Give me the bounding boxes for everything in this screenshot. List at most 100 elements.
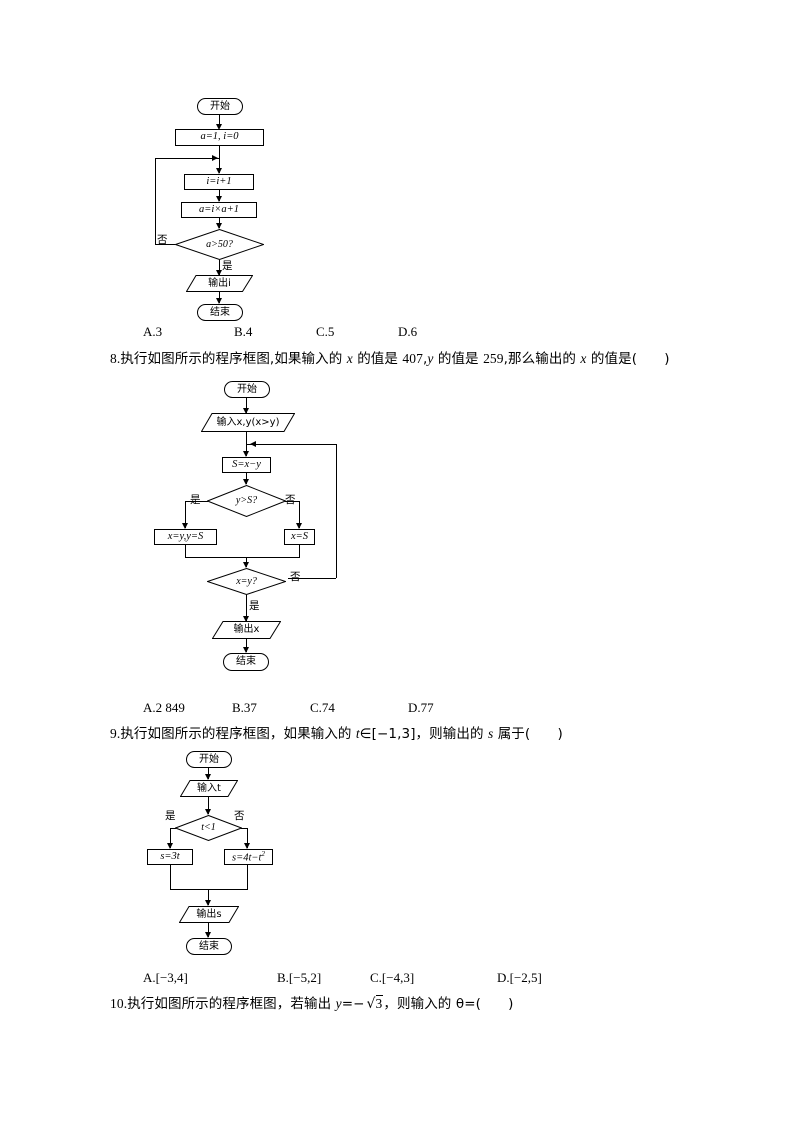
fc2-output-parallelogram-shape [212, 621, 281, 639]
fc3-branch-false-exponent: 2 [261, 849, 265, 858]
option-d-q8[interactable]: D.77 [408, 700, 434, 715]
option-a-q8[interactable]: A.2 849 [143, 700, 185, 715]
question-10-number: 10. [110, 996, 128, 1011]
fc1-increment-node: i=i+1 [184, 174, 254, 190]
fc2-branch-false-node: x=S [284, 529, 315, 545]
option-a-q9[interactable]: A.[−3,4] [143, 970, 188, 985]
fc2-cond1-right-horizontal [285, 501, 299, 502]
fc3-merge-arrowhead [205, 900, 211, 906]
fc2-input-label: 输入x,y(x>y) [216, 416, 280, 428]
question-9-number: 9. [110, 726, 121, 741]
fc3-output-parallelogram-shape [179, 906, 239, 923]
fc3-left-vertical [170, 828, 171, 848]
question-9-var-s: s [487, 726, 494, 741]
fc2-cond1-right-vertical [299, 501, 300, 528]
fc1-arrowhead-init [216, 124, 222, 130]
fc3-output-node: 输出s [179, 906, 239, 923]
fc1-loop-horizontal-bottom [155, 244, 175, 245]
fc2-cond1-yes-label: 是 [190, 494, 201, 506]
fc2-end-node: 结束 [223, 653, 269, 671]
fc1-increment-label: i=i+1 [206, 175, 232, 187]
fc3-merge-left-vertical [170, 865, 171, 889]
fc2-conn-output-end [246, 639, 247, 652]
fc1-conn-output-end [219, 292, 220, 303]
fc1-start-node: 开始 [197, 98, 243, 115]
fc3-input-parallelogram-shape [180, 780, 238, 797]
fc1-end-node: 结束 [197, 304, 243, 321]
fc1-init-label: a=1, i=0 [200, 131, 239, 143]
fc2-arrowhead-assign [243, 451, 249, 457]
option-d-q7[interactable]: D.6 [398, 324, 418, 339]
option-c-q8[interactable]: C.74 [310, 700, 335, 715]
option-b-q9[interactable]: B.[−5,2] [277, 970, 322, 985]
option-a-q7[interactable]: A.3 [143, 324, 163, 339]
fc3-arrowhead-end [205, 932, 211, 938]
option-d-q9[interactable]: D.[−2,5] [497, 970, 542, 985]
fc2-merge-right-vertical [299, 545, 300, 557]
fc2-assign-node: S=x−y [222, 457, 271, 473]
fc1-arrowhead-end [216, 298, 222, 304]
fc2-conn-assign-cond1 [246, 473, 247, 484]
fc1-end-label: 结束 [210, 306, 230, 318]
fc3-branch-false-label: s=4t−t [232, 852, 262, 863]
fc3-start-node: 开始 [186, 751, 232, 768]
fc1-loop-arrowhead [212, 154, 218, 161]
question-8-number: 8. [110, 351, 121, 366]
option-c-q9[interactable]: C.[−4,3] [370, 970, 415, 985]
fc2-diamond2-shape [207, 568, 286, 595]
fc3-conn-start-input [208, 768, 209, 779]
question-10-theta: θ [455, 996, 465, 1012]
fc2-loop-vertical [336, 444, 337, 578]
fc1-start-label: 开始 [210, 100, 230, 112]
fc2-arrowhead-input [243, 408, 249, 414]
fc3-condition-node: t<1 [175, 815, 242, 841]
fc1-no-label: 否 [157, 234, 168, 246]
fc2-conn-start-input [246, 398, 247, 413]
option-c-q7[interactable]: C.5 [316, 324, 335, 339]
option-b-q8[interactable]: B.37 [232, 700, 257, 715]
question-8-var-y: y [427, 351, 434, 366]
fc3-end-node: 结束 [186, 938, 232, 955]
question-8-var-x2: x [580, 351, 587, 366]
fc1-init-node: a=1, i=0 [175, 129, 264, 146]
fc1-arrowhead-update [216, 196, 222, 202]
question-9-part1: 执行如图所示的程序框图，如果输入的 [120, 726, 356, 742]
fc1-loop-horizontal-top [155, 158, 219, 159]
fc1-diamond-shape [175, 229, 264, 260]
question-10-sqrt: √3 [365, 995, 384, 1012]
flowchart-question-7: 开始 a=1, i=0 i=i+1 a=i×a+1 a>50? 否 是 输出 [0, 0, 794, 321]
fc2-cond1-left-arrowhead [182, 523, 188, 529]
fc2-cond1-left-vertical [185, 501, 186, 528]
fc1-output-label: 输出i [208, 277, 231, 289]
fc2-cond1-left-horizontal [185, 501, 208, 502]
fc3-arrowhead-cond [205, 809, 211, 815]
fc2-merge-horizontal [185, 557, 300, 558]
question-8-part6: 的值是( ) [586, 351, 670, 367]
fc2-conn-cond2-output [246, 595, 247, 621]
fc3-end-label: 结束 [199, 940, 219, 952]
question-8-part2: 的值是 [352, 351, 403, 367]
fc2-loop-arrowhead [250, 440, 256, 447]
question-8-part1: 执行如图所示的程序框图,如果输入的 [120, 351, 347, 367]
fc1-condition-label: a>50? [206, 238, 233, 250]
question-10-radicand: 3 [375, 995, 384, 1011]
fc2-arrowhead-output2 [243, 616, 249, 622]
fc2-branch-false-label: x=S [291, 530, 308, 542]
fc3-left-horizontal [170, 828, 176, 829]
fc3-branch-true-label: s=3t [160, 850, 180, 862]
fc2-arrowhead-cond1 [243, 479, 249, 485]
radical-icon: √ [366, 996, 376, 1012]
fc3-merge-right-vertical [247, 865, 248, 889]
options-question-8: A.2 849 B.37 C.74 D.77 [0, 700, 794, 716]
fc1-update-label: a=i×a+1 [199, 203, 239, 215]
fc3-no-label: 否 [234, 810, 245, 822]
fc1-parallelogram-shape [186, 275, 253, 292]
fc2-input-node: 输入x,y(x>y) [201, 413, 295, 432]
fc1-arrowhead-output [216, 270, 222, 276]
fc2-arrowhead-end2 [243, 647, 249, 653]
option-b-q7[interactable]: B.4 [234, 324, 253, 339]
options-question-7: A.3 B.4 C.5 D.6 [0, 324, 794, 340]
fc1-conn-start-init [219, 115, 220, 128]
question-8-text: 8.执行如图所示的程序框图,如果输入的 x 的值是 407,y 的值是 259,… [110, 347, 670, 367]
fc3-condition-label: t<1 [201, 822, 216, 833]
